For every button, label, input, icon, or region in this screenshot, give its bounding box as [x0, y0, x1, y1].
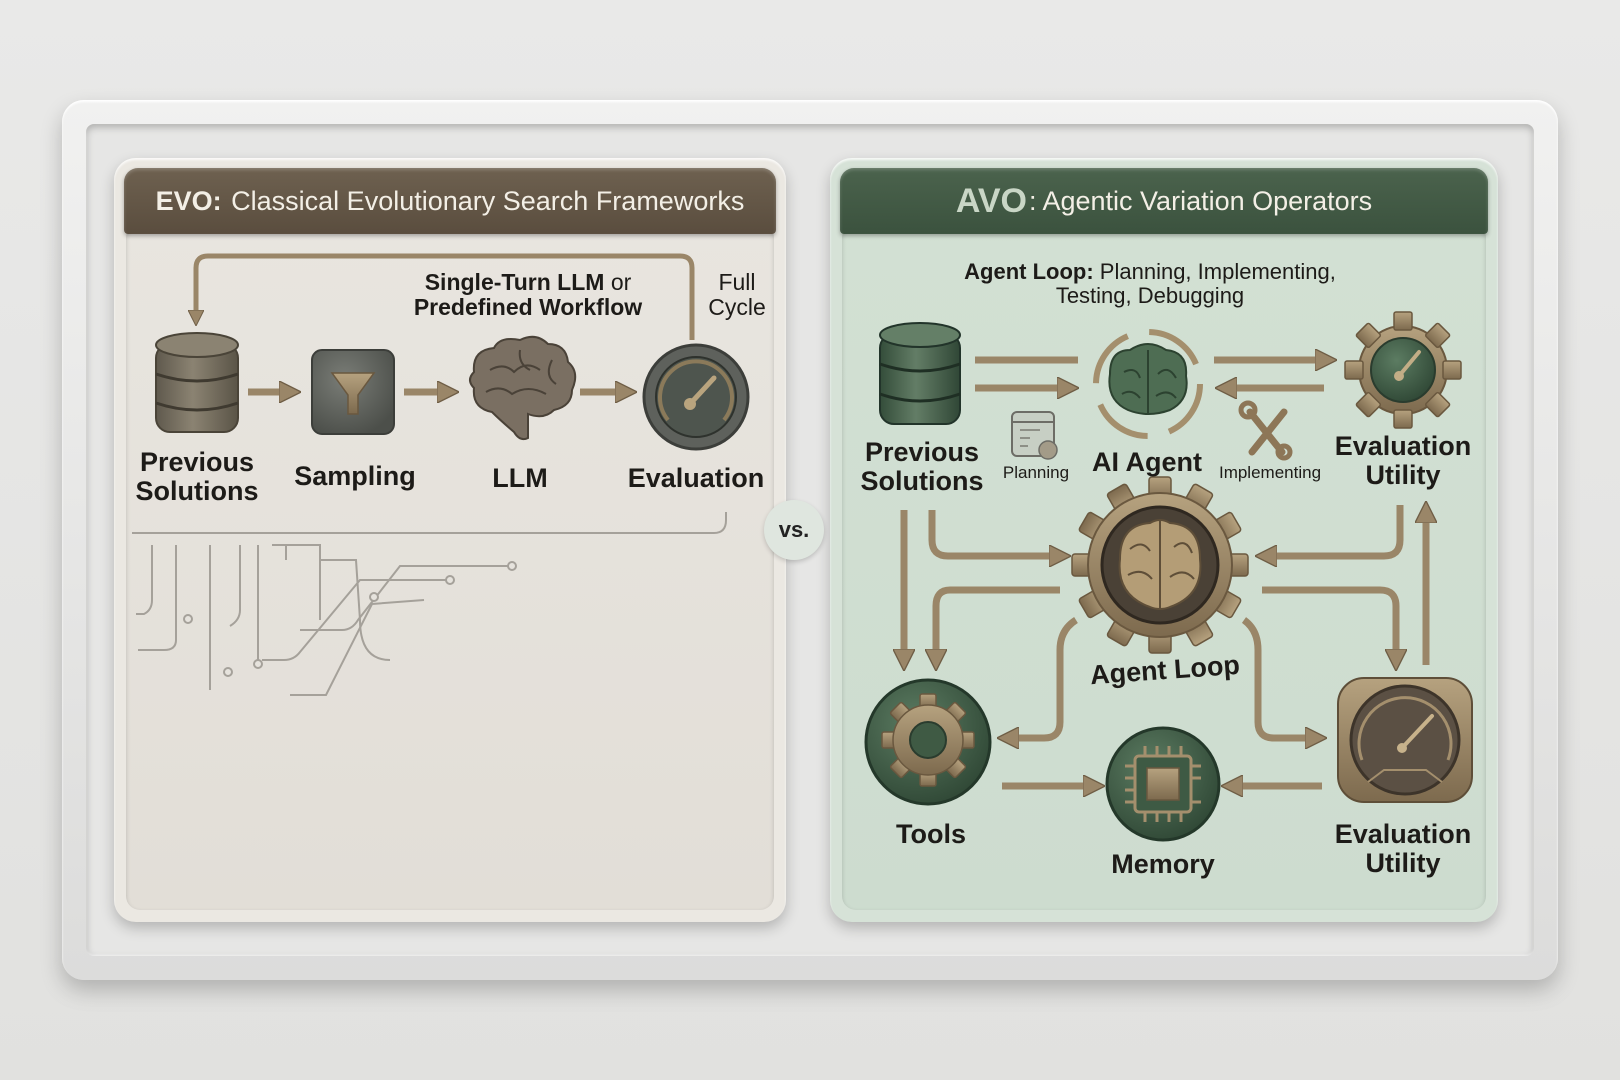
- evo-panel-body: [126, 224, 774, 910]
- full-cycle-line1: Full: [718, 269, 756, 295]
- vs-label: VS.: [778, 517, 810, 542]
- loop-label-line1: Planning, Implementing,: [1093, 259, 1336, 284]
- evo-node-previous-solutions: Previous Solutions: [124, 447, 270, 507]
- node-label: LLM: [492, 463, 548, 493]
- loop-label-line2: Testing, Debugging: [1055, 282, 1245, 308]
- evo-node-evaluation: Evaluation: [616, 463, 776, 493]
- avo-node-planning: Planning: [996, 463, 1076, 482]
- avo-node-previous-solutions: Previous Solutions: [852, 437, 992, 497]
- avo-node-implementing: Implementing: [1210, 463, 1330, 482]
- evo-title-abbr: EVO:: [155, 185, 222, 216]
- avo-node-ai-agent: AI Agent: [1082, 447, 1212, 477]
- node-label-line2: Solutions: [860, 466, 984, 497]
- node-label-line1: Evaluation: [1334, 819, 1472, 849]
- avo-node-evaluation-bottom: Evaluation Utility: [1328, 819, 1478, 879]
- evo-title-text: Classical Evolutionary Search Frameworks: [223, 185, 745, 216]
- workflow-label-line2: Predefined Workflow: [413, 293, 643, 320]
- node-label-line1: Previous: [864, 437, 980, 467]
- node-label: Sampling: [294, 461, 416, 491]
- vs-badge: VS.: [764, 500, 824, 560]
- avo-node-memory: Memory: [1098, 849, 1228, 879]
- node-label: Tools: [896, 819, 966, 849]
- node-label-line2: Solutions: [135, 476, 259, 507]
- avo-node-tools: Tools: [876, 819, 986, 849]
- evo-header: EVO: Classical Evolutionary Search Frame…: [124, 168, 776, 234]
- evo-node-sampling: Sampling: [280, 461, 430, 491]
- full-cycle-line2: Cycle: [708, 293, 766, 320]
- full-cycle-label: Full Cycle: [702, 270, 772, 320]
- node-label-line2: Utility: [1365, 848, 1441, 879]
- avo-title-abbr: AVO: [955, 181, 1027, 220]
- avo-node-evaluation-top: Evaluation Utility: [1328, 431, 1478, 491]
- avo-title-text: : Agentic Variation Operators: [1028, 185, 1373, 216]
- node-label-line1: Previous: [139, 447, 255, 477]
- workflow-label-or: or: [604, 269, 632, 295]
- avo-header: AVO : Agentic Variation Operators: [840, 168, 1488, 234]
- node-label: AI Agent: [1092, 447, 1202, 477]
- node-label-line1: Evaluation: [1334, 431, 1472, 461]
- node-label: Evaluation: [627, 463, 765, 493]
- avo-panel-body: [842, 224, 1486, 910]
- evo-workflow-label: Single-Turn LLM or Predefined Workflow: [388, 270, 668, 320]
- node-label: Memory: [1111, 849, 1215, 879]
- avo-loop-description: Agent Loop: Planning, Implementing, Test…: [930, 260, 1370, 308]
- node-label: Planning: [1002, 463, 1070, 482]
- evo-node-llm: LLM: [470, 463, 570, 493]
- workflow-label-bold: Single-Turn LLM: [424, 269, 605, 295]
- node-label: Implementing: [1218, 463, 1322, 482]
- loop-label-bold: Agent Loop:: [964, 259, 1094, 284]
- node-label-line2: Utility: [1365, 460, 1441, 491]
